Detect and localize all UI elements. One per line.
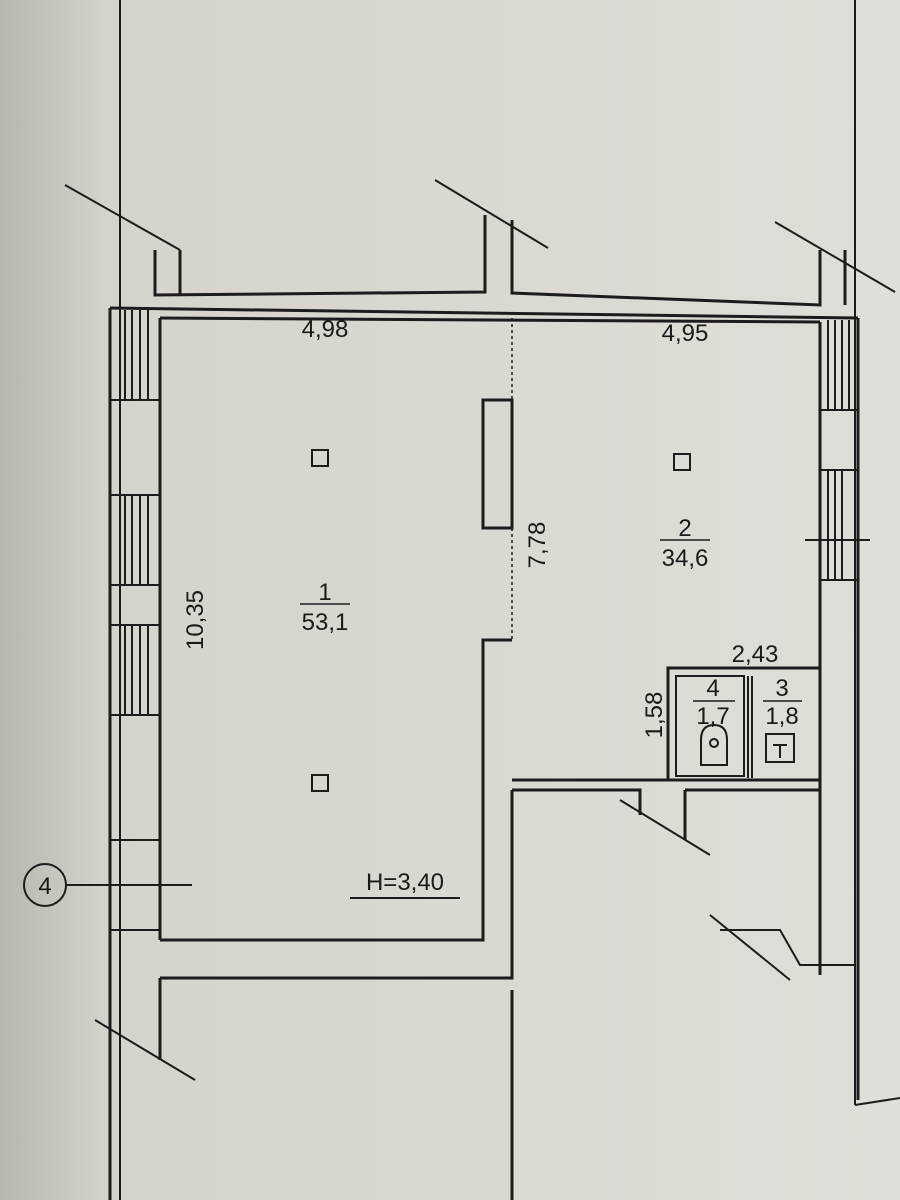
column [481,398,514,530]
room-labels: 1 53,1 2 34,6 3 1,8 4 1,7 [300,515,802,730]
vent-markers [311,449,691,792]
room-4-area: 1,7 [696,703,729,730]
room1-width: 4,98 [302,316,349,343]
room-4-number: 4 [706,675,719,702]
sink-icon [765,733,795,763]
room2-length: 7,78 [524,522,551,569]
toilet-icon [700,723,728,766]
room-1-number: 1 [318,579,331,606]
dimension-labels: 4,98 4,95 10,35 7,78 2,43 1,58 H=3,40 [182,316,779,899]
ceiling-height: H=3,40 [366,869,444,896]
room2-width: 4,95 [662,320,709,347]
wc-width: 2,43 [732,641,779,668]
wc-depth: 1,58 [641,692,668,739]
room-3-number: 3 [775,675,788,702]
room-1-area: 53,1 [302,609,349,636]
axis-label: 4 [38,873,51,900]
room-2-area: 34,6 [662,545,709,572]
room1-length: 10,35 [182,590,209,650]
outer-walls [64,0,900,1200]
axis-marker: 4 [23,863,192,907]
room-2-number: 2 [678,515,691,542]
room-3-area: 1,8 [765,703,798,730]
